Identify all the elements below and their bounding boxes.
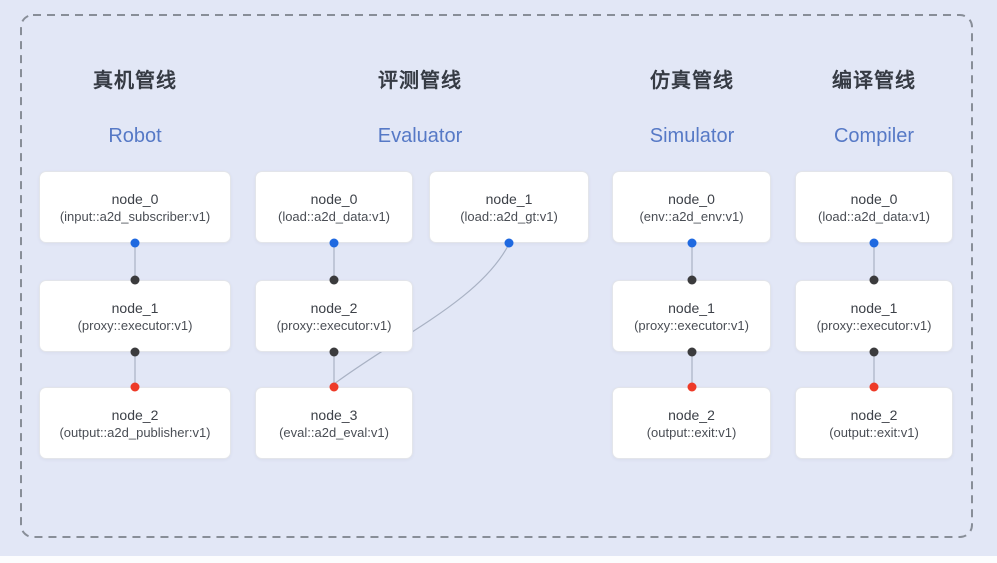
bottom-edge-strip: [0, 556, 997, 563]
node-detail: (output::exit:v1): [829, 424, 919, 440]
node-box-compiler-node0: node_0 (load::a2d_data:v1): [795, 171, 953, 243]
pipeline-title-en-robot: Robot: [108, 125, 162, 147]
pipeline-title-en-simulator: Simulator: [649, 125, 735, 147]
node-box-robot-node1: node_1 (proxy::executor:v1): [39, 280, 231, 352]
node-box-compiler-node1: node_1 (proxy::executor:v1): [795, 280, 953, 352]
pipeline-title-zh-evaluator: 评测管线: [378, 70, 462, 92]
pipeline-title-en-compiler: Compiler: [833, 125, 915, 147]
node-detail: (load::a2d_data:v1): [817, 208, 931, 224]
node-box-simulator-node0: node_0 (env::a2d_env:v1): [612, 171, 771, 243]
node-name: node_0: [310, 190, 358, 207]
node-detail: (proxy::executor:v1): [634, 317, 749, 333]
node-detail: (eval::a2d_eval:v1): [279, 424, 389, 440]
node-detail: (load::a2d_data:v1): [277, 208, 391, 224]
node-detail: (output::a2d_publisher:v1): [59, 424, 211, 440]
pipeline-title-zh-compiler: 编译管线: [832, 70, 916, 92]
node-name: node_0: [111, 190, 159, 207]
node-name: node_2: [111, 406, 159, 423]
node-name: node_0: [850, 190, 898, 207]
node-name: node_2: [668, 406, 715, 423]
node-box-robot-node2: node_2 (output::a2d_publisher:v1): [39, 387, 231, 459]
node-name: node_1: [668, 299, 715, 316]
node-box-evaluator-node2: node_2 (proxy::executor:v1): [255, 280, 413, 352]
node-detail: (proxy::executor:v1): [816, 317, 932, 333]
dashed-frame: [20, 14, 973, 538]
node-detail: (proxy::executor:v1): [276, 317, 392, 333]
node-name: node_1: [485, 190, 533, 207]
node-detail: (output::exit:v1): [646, 424, 737, 440]
node-detail: (input::a2d_subscriber:v1): [59, 208, 211, 224]
node-box-robot-node0: node_0 (input::a2d_subscriber:v1): [39, 171, 231, 243]
node-name: node_2: [310, 299, 358, 316]
node-name: node_2: [850, 406, 898, 423]
node-box-evaluator-node1: node_1 (load::a2d_gt:v1): [429, 171, 589, 243]
node-box-evaluator-node0: node_0 (load::a2d_data:v1): [255, 171, 413, 243]
edge-curve-gt-to-eval: [333, 243, 510, 385]
node-box-simulator-node1: node_1 (proxy::executor:v1): [612, 280, 771, 352]
node-name: node_1: [111, 299, 159, 316]
node-box-evaluator-node3: node_3 (eval::a2d_eval:v1): [255, 387, 413, 459]
node-box-compiler-node2: node_2 (output::exit:v1): [795, 387, 953, 459]
node-name: node_3: [310, 406, 358, 423]
node-name: node_0: [668, 190, 715, 207]
node-detail: (load::a2d_gt:v1): [460, 208, 558, 224]
pipeline-title-en-evaluator: Evaluator: [377, 125, 463, 147]
node-detail: (env::a2d_env:v1): [639, 208, 744, 224]
node-detail: (proxy::executor:v1): [77, 317, 193, 333]
node-name: node_1: [850, 299, 898, 316]
pipeline-title-zh-simulator: 仿真管线: [650, 70, 734, 92]
node-box-simulator-node2: node_2 (output::exit:v1): [612, 387, 771, 459]
pipeline-title-zh-robot: 真机管线: [93, 70, 177, 92]
